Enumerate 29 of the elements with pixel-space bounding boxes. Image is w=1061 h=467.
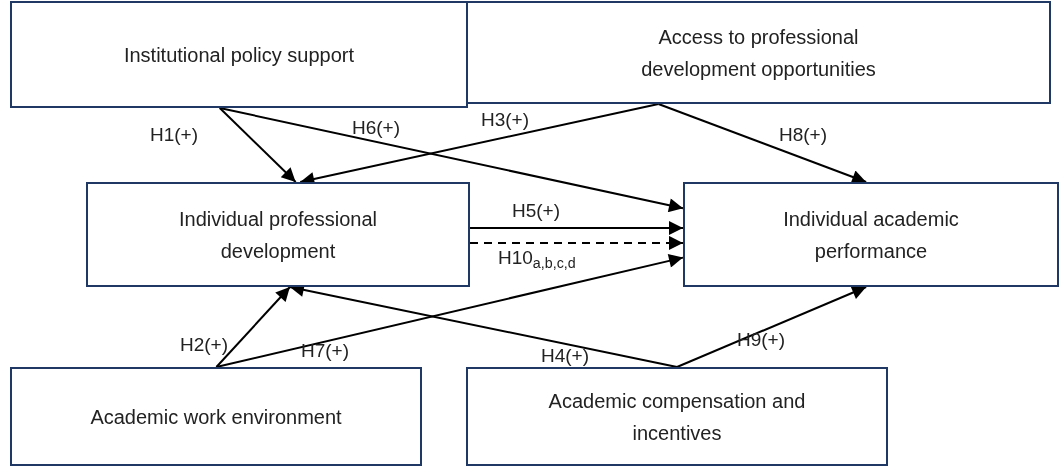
arrow (469, 221, 684, 235)
arrow (657, 103, 868, 184)
construct-label: Individual academic performance (782, 206, 960, 264)
edge-label: H8(+) (779, 124, 828, 146)
edge-label: H7(+) (301, 340, 350, 362)
construct-label: Academic compensation and incentives (547, 388, 807, 446)
construct-label: Individual professional development (178, 206, 378, 264)
edge-label: H2(+) (180, 334, 229, 356)
construct-box (466, 367, 888, 466)
construct-box (10, 1, 468, 108)
construct-box (10, 367, 422, 466)
construct-box (466, 1, 1051, 104)
arrow (469, 235, 684, 250)
construct-box (86, 182, 470, 287)
construct-label: Institutional policy support (123, 42, 355, 68)
construct-box (683, 182, 1059, 287)
construct-label: Access to professional development opportunities (640, 24, 877, 82)
edge-label: H9(+) (737, 329, 786, 351)
arrow (215, 254, 684, 368)
edge-label: H5(+) (512, 200, 561, 222)
edge-label: H3(+) (481, 109, 530, 131)
edge-label: H6(+) (352, 117, 401, 139)
edge-label: H10$_{a,b,c,d}$ (498, 247, 576, 269)
arrow (215, 286, 291, 368)
construct-label: Academic work environment (90, 404, 342, 430)
arrow (676, 286, 868, 368)
arrow (218, 107, 297, 183)
edge-label: H4(+) (541, 345, 590, 367)
edge-label: H1(+) (150, 124, 199, 146)
